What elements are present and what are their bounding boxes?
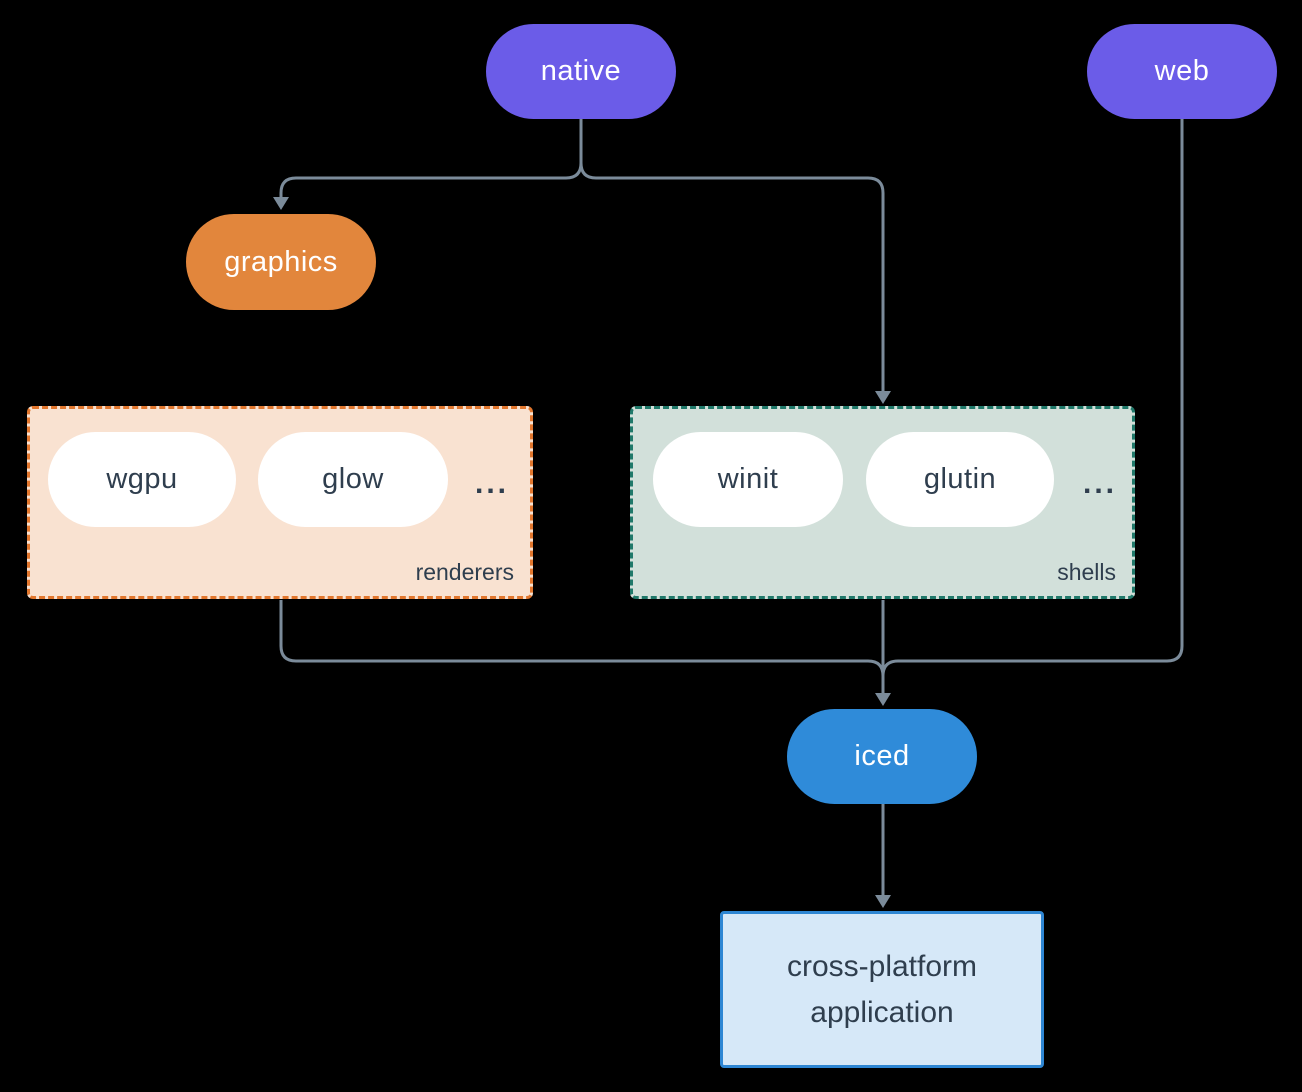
- node-graphics-label: graphics: [224, 245, 338, 278]
- shells-group-label: shells: [1057, 559, 1116, 585]
- pill-glow: glow: [258, 432, 448, 527]
- node-native-label: native: [540, 55, 622, 87]
- pill-glutin: glutin: [866, 432, 1054, 527]
- shells-ellipsis: ...: [1070, 436, 1130, 531]
- arrowhead-iced: [875, 693, 891, 706]
- edge-native-to-shells: [579, 162, 885, 392]
- edge-native-to-graphics: [279, 162, 583, 198]
- node-application-label: cross-platform application: [786, 949, 978, 1029]
- shells-ellipsis-label: ...: [1082, 466, 1117, 500]
- arrowhead-graphics: [273, 197, 289, 210]
- pill-glutin-label: glutin: [923, 463, 997, 495]
- renderers-group-label: renderers: [415, 559, 514, 585]
- node-native: native: [486, 24, 676, 119]
- edge-renderers-to-iced: [279, 600, 885, 677]
- renderers-ellipsis-label: ...: [474, 466, 509, 500]
- node-application: cross-platform application: [720, 911, 1044, 1068]
- node-iced-label: iced: [854, 740, 910, 772]
- renderers-ellipsis: ...: [462, 436, 522, 531]
- arrowhead-shells: [875, 391, 891, 404]
- pill-winit-label: winit: [717, 463, 779, 495]
- pill-wgpu: wgpu: [48, 432, 236, 527]
- node-graphics: graphics: [186, 214, 376, 310]
- node-web-label: web: [1154, 55, 1210, 87]
- node-iced: iced: [787, 709, 977, 804]
- arrowhead-application: [875, 895, 891, 908]
- pill-wgpu-label: wgpu: [106, 463, 178, 495]
- pill-winit: winit: [653, 432, 843, 527]
- node-web: web: [1087, 24, 1277, 119]
- pill-glow-label: glow: [322, 463, 384, 495]
- edge-web-to-iced: [881, 119, 1184, 677]
